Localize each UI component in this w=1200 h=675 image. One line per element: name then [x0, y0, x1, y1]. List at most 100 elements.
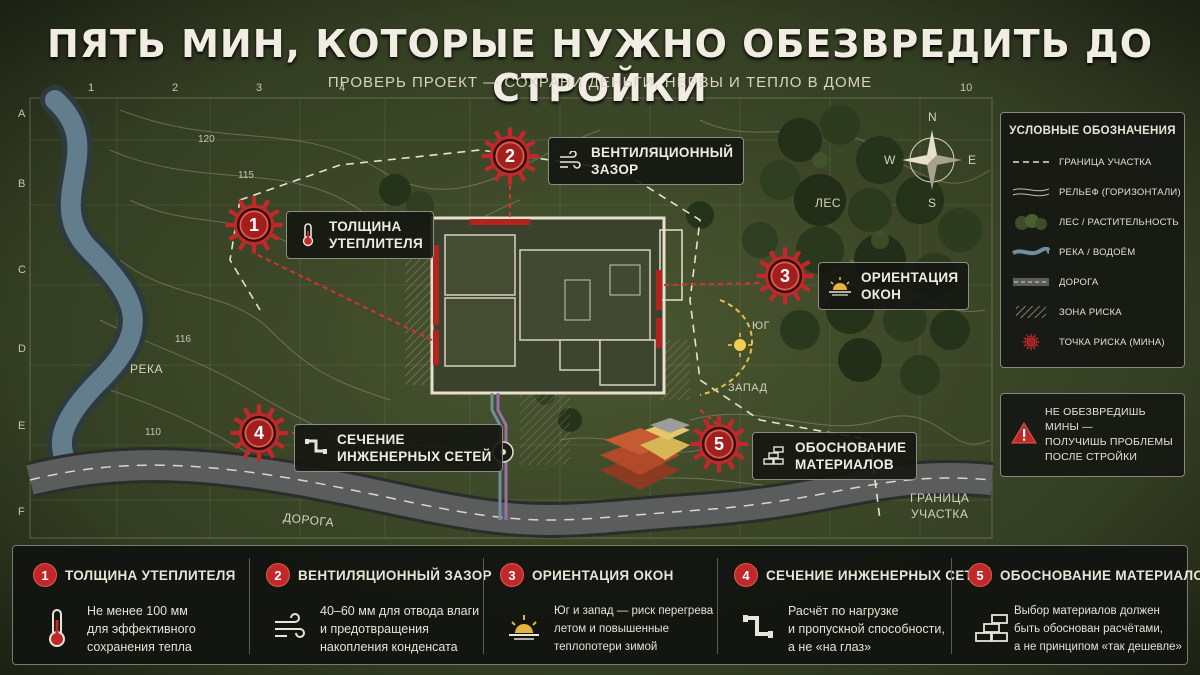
west-label: ЗАПАД [728, 382, 768, 394]
divider [249, 558, 250, 654]
page-subtitle: ПРОВЕРЬ ПРОЕКТ — СОХРАНИ ДЕНЬГИ, НЕРВЫ И… [327, 74, 873, 91]
summary-desc: Выбор материалов должен быть обоснован р… [1014, 605, 1182, 653]
mine-number: 1 [248, 214, 259, 235]
grid-row-f: F [18, 506, 25, 518]
callout-utilities: СЕЧЕНИЕ ИНЖЕНЕРНЫХ СЕТЕЙ [294, 424, 503, 472]
grid-row-c: C [18, 264, 26, 276]
pipe-icon [738, 606, 778, 650]
summary-title: ТОЛЩИНА УТЕПЛИТЕЛЯ [65, 568, 236, 583]
grid-col-4: 4 [339, 82, 346, 94]
callout-materials: ОБОСНОВАНИЕ МАТЕРИАЛОВ [752, 432, 918, 480]
map-legend: УСЛОВНЫЕ ОБОЗНАЧЕНИЯ ГРАНИЦА УЧАСТКА РЕЛЬ… [1000, 112, 1185, 368]
warning-text: НЕ ОБЕЗВРЕДИШЬ МИНЫ — ПОЛУЧИШЬ ПРОБЛЕМЫ … [1045, 406, 1173, 463]
summary-desc: Юг и запад — риск перегрева летом и повы… [554, 605, 714, 653]
legend-item-risk-zone: ЗОНА РИСКА [1011, 299, 1181, 325]
grid-row-d: D [18, 343, 26, 355]
grid-row-e: E [18, 420, 26, 432]
callout-vent-gap: ВЕНТИЛЯЦИОННЫЙ ЗАЗОР [548, 137, 745, 185]
summary-desc: Расчёт по нагрузке и пропускной способно… [788, 604, 945, 654]
callout-materials-text: ОБОСНОВАНИЕ МАТЕРИАЛОВ [795, 440, 907, 472]
summary-num: 1 [33, 563, 57, 587]
mine-marker-1: 1 [223, 194, 285, 256]
forest-trees [379, 105, 982, 432]
grid-col-2: 2 [172, 82, 179, 94]
bricks-icon [972, 606, 1012, 650]
page-title: ПЯТЬ МИН, КОТОРЫЕ НУЖНО ОБЕЗВРЕДИТЬ ДО С… [46, 22, 1154, 110]
summary-num: 3 [500, 563, 524, 587]
legend-item-label: РЕЛЬЕФ (ГОРИЗОНТАЛИ) [1059, 186, 1181, 198]
mine-number: 2 [504, 145, 515, 166]
callout-insulation: ТОЛЩИНА УТЕПЛИТЕЛЯ [286, 211, 434, 259]
contour-110: 110 [145, 427, 161, 438]
tree-icon [1011, 212, 1051, 232]
legend-item-label: ЛЕС / РАСТИТЕЛЬНОСТЬ [1059, 216, 1179, 228]
summary-num: 2 [266, 563, 290, 587]
grid-col-10: 10 [960, 82, 973, 94]
summary-title: ОРИЕНТАЦИЯ ОКОН [532, 568, 674, 583]
grid-col-1: 1 [88, 82, 95, 94]
summary-insulation: 1 ТОЛЩИНА УТЕПЛИТЕЛЯ Не менее 100 мм для… [23, 546, 248, 666]
brick-pallet [600, 418, 690, 490]
grid-col-3: 3 [256, 82, 263, 94]
grid-row-a: A [18, 108, 26, 120]
legend-item-label: ТОЧКА РИСКА (МИНА) [1059, 336, 1165, 348]
mine-number: 5 [713, 433, 724, 454]
warning-box: НЕ ОБЕЗВРЕДИШЬ МИНЫ — ПОЛУЧИШЬ ПРОБЛЕМЫ … [1000, 393, 1185, 477]
compass-rose [902, 130, 962, 190]
south-label: ЮГ [752, 320, 771, 332]
legend-item-label: ГРАНИЦА УЧАСТКА [1059, 156, 1152, 168]
callout-utilities-text: СЕЧЕНИЕ ИНЖЕНЕРНЫХ СЕТЕЙ [337, 432, 492, 464]
contour-115: 115 [238, 170, 254, 181]
sunrise-icon [827, 273, 853, 299]
boundary-label: ГРАНИЦА УЧАСТКА [910, 491, 970, 521]
wind-icon [557, 148, 583, 174]
mine-number: 3 [779, 265, 790, 286]
boundary-line-icon [1011, 152, 1051, 172]
river-label: РЕКА [130, 362, 164, 376]
legend-item-road: ДОРОГА [1011, 269, 1181, 295]
compass-n: N [928, 110, 938, 124]
callout-windows-text: ОРИЕНТАЦИЯ ОКОН [861, 270, 959, 302]
bricks-icon [761, 443, 787, 469]
divider [717, 558, 718, 654]
compass-w: W [884, 153, 896, 167]
divider [951, 558, 952, 654]
summary-vent-gap: 2 ВЕНТИЛЯЦИОННЫЙ ЗАЗОР 40–60 мм для отво… [256, 546, 492, 666]
contour-icon [1011, 182, 1051, 202]
pipe-icon [303, 435, 329, 461]
summary-utilities: 4 СЕЧЕНИЕ ИНЖЕНЕРНЫХ СЕТЕЙ Расчёт по наг… [724, 546, 992, 666]
legend-item-river: РЕКА / ВОДОЁМ [1011, 239, 1181, 265]
warning-icon [1011, 421, 1037, 450]
callout-vent-gap-text: ВЕНТИЛЯЦИОННЫЙ ЗАЗОР [591, 145, 734, 177]
contour-120: 120 [198, 134, 215, 145]
legend-item-relief: РЕЛЬЕФ (ГОРИЗОНТАЛИ) [1011, 179, 1181, 205]
summary-windows: 3 ОРИЕНТАЦИЯ ОКОН Юг и запад — риск пере… [490, 546, 715, 666]
callout-windows: ОРИЕНТАЦИЯ ОКОН [818, 262, 970, 310]
legend-item-label: ДОРОГА [1059, 276, 1099, 288]
mine-icon [1011, 332, 1051, 352]
legend-item-risk-point: ТОЧКА РИСКА (МИНА) [1011, 329, 1181, 355]
mine-marker-4: 4 [228, 402, 290, 464]
compass-e: E [968, 153, 977, 167]
summary-title: ВЕНТИЛЯЦИОННЫЙ ЗАЗОР [298, 568, 492, 583]
summary-desc: Не менее 100 мм для эффективного сохране… [87, 604, 196, 654]
mine-marker-2: 2 [479, 125, 541, 187]
forest-label: ЛЕС [815, 196, 842, 210]
callout-insulation-text: ТОЛЩИНА УТЕПЛИТЕЛЯ [329, 219, 423, 251]
sunrise-icon [504, 606, 544, 650]
contour-116: 116 [175, 334, 191, 345]
wind-icon [270, 606, 310, 650]
grid-row-b: B [18, 178, 26, 190]
legend-item-label: РЕКА / ВОДОЁМ [1059, 246, 1136, 258]
legend-item-forest: ЛЕС / РАСТИТЕЛЬНОСТЬ [1011, 209, 1181, 235]
summary-num: 4 [734, 563, 758, 587]
legend-item-label: ЗОНА РИСКА [1059, 306, 1122, 318]
legend-title: УСЛОВНЫЕ ОБОЗНАЧЕНИЯ [1009, 125, 1176, 137]
mine-number: 4 [253, 422, 264, 443]
house-plan [430, 216, 683, 395]
thermometer-icon [37, 606, 77, 650]
divider [483, 558, 484, 654]
hatch-icon [1011, 302, 1051, 322]
summary-materials: 5 ОБОСНОВАНИЕ МАТЕРИАЛОВ Выбор материало… [958, 546, 1200, 666]
